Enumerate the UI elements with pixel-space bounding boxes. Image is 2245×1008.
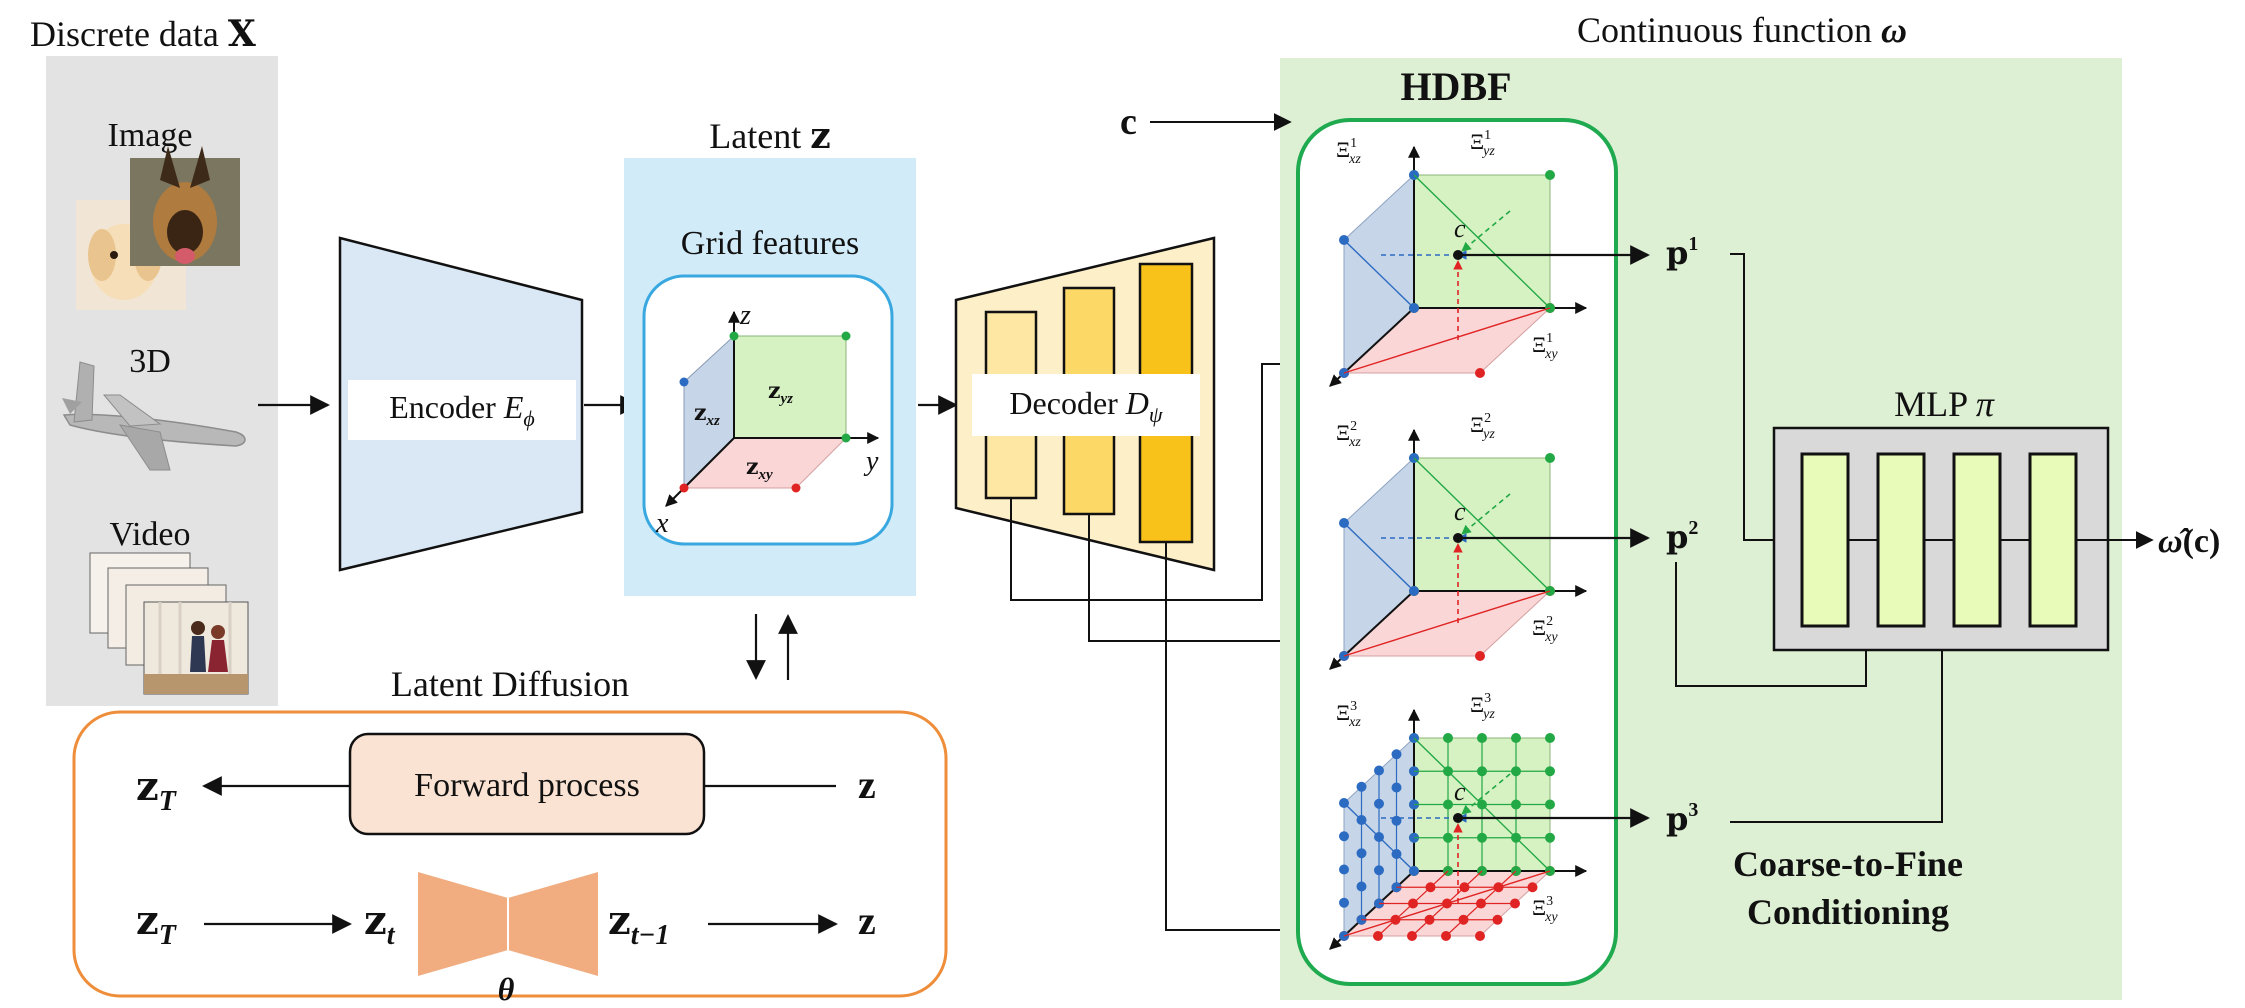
decoder-label: Decoder Dψ [1009, 385, 1162, 427]
p1-label: p1 [1666, 233, 1698, 272]
decoder-to-level3-connector [1165, 542, 1322, 939]
xy-grid-line [1445, 870, 1517, 937]
triplane-illustration: z y x zyz zxz zxy [655, 300, 880, 539]
xz-grid-dot [1339, 864, 1349, 875]
unet-denoiser [418, 872, 598, 976]
plane-xy-label: zxy [746, 454, 773, 483]
mlp-layer-1 [1800, 452, 1850, 628]
axis-z-label: z [739, 300, 751, 331]
point-c-label-3: c [1454, 777, 1466, 806]
row2-z: z [858, 898, 876, 943]
axis-x-label: x [655, 508, 669, 539]
decoder-to-level2-connector [1088, 514, 1322, 650]
row2-zt: zt [364, 897, 396, 951]
row2-zT: zT [136, 897, 178, 951]
yz-interp-line [1413, 737, 1551, 872]
yz-grid-dot [1545, 453, 1555, 463]
grid-features-title: Grid features [681, 225, 859, 262]
mlp-output-label: ω̂(c) [2158, 523, 2220, 560]
xz-grid-dot [1339, 831, 1349, 842]
conditioning-line2: Conditioning [1747, 892, 1949, 932]
decoder-block: Decoder Dψ [954, 236, 1216, 572]
xz-interp-line [1343, 522, 1415, 592]
input-c: c [1120, 101, 1137, 143]
conditioning-line1: Coarse-to-Fine [1733, 844, 1963, 884]
encoder-label: Encoder Eϕ [389, 389, 535, 431]
yz-interp-line [1413, 174, 1551, 309]
xy-grid-dot [1475, 651, 1485, 661]
xy-grid-dot [1475, 931, 1485, 941]
latent-diffusion-title: Latent Diffusion [391, 664, 629, 704]
projection-yz [1461, 773, 1511, 815]
xz-interp-line [1343, 802, 1415, 872]
3d-label: 3D [129, 343, 171, 380]
encoder-block: Encoder Eϕ [338, 236, 584, 572]
forward-process-label: Forward process [414, 767, 640, 804]
hdbf-title: HDBF [1400, 64, 1511, 109]
row1-z: z [858, 762, 876, 807]
projection-yz [1461, 493, 1511, 535]
yz-grid-dot [1545, 733, 1555, 743]
xy-interp-line [1343, 870, 1551, 937]
airplane-3d-icon [62, 361, 246, 471]
xy-interp-line [1343, 590, 1551, 657]
plane-yz-label: zyz [768, 378, 793, 407]
row1-zT: zT [136, 763, 178, 817]
xz-interp-line [1343, 239, 1415, 309]
discrete-data-panel: Discrete data X Image 3D Video [30, 13, 278, 706]
projection-yz [1461, 210, 1511, 252]
latent-diffusion-panel: Latent Diffusion zT Forward process z zT… [72, 664, 948, 1007]
xy-interp-line [1343, 307, 1551, 374]
latent-panel: Latent z Grid features z y x zyz zxz zxy [624, 115, 916, 596]
xz-grid-dot [1339, 897, 1349, 908]
p3-label: p3 [1666, 799, 1698, 838]
dog-photo-icon [76, 146, 240, 310]
point-c-label-1: c [1454, 214, 1466, 243]
point-c-label-2: c [1454, 497, 1466, 526]
yz-interp-line [1413, 457, 1551, 592]
mlp-layer-3 [1952, 452, 2002, 628]
video-frames-icon [89, 552, 249, 695]
mlp-layer-4 [2028, 452, 2078, 628]
latent-title: Latent z [709, 115, 830, 157]
p2-label: p2 [1666, 517, 1698, 556]
continuous-function-title: Continuous function ω [1577, 10, 1907, 50]
mlp-layer-2 [1876, 452, 1926, 628]
row2-zt-minus-1: zt−1 [608, 897, 669, 951]
theta-label: θ [498, 971, 515, 1007]
discrete-data-title: Discrete data X [30, 13, 256, 55]
image-label: Image [108, 117, 193, 154]
mlp-title: MLP π [1894, 384, 1995, 424]
yz-grid-dot [1545, 170, 1555, 180]
video-label: Video [109, 516, 190, 553]
forward-process-box [348, 732, 706, 836]
p1-to-mlp-connector [1730, 253, 1800, 549]
plane-xz-label: zxz [694, 400, 720, 429]
axis-y-label: y [863, 446, 879, 477]
xy-grid-dot [1475, 368, 1485, 378]
